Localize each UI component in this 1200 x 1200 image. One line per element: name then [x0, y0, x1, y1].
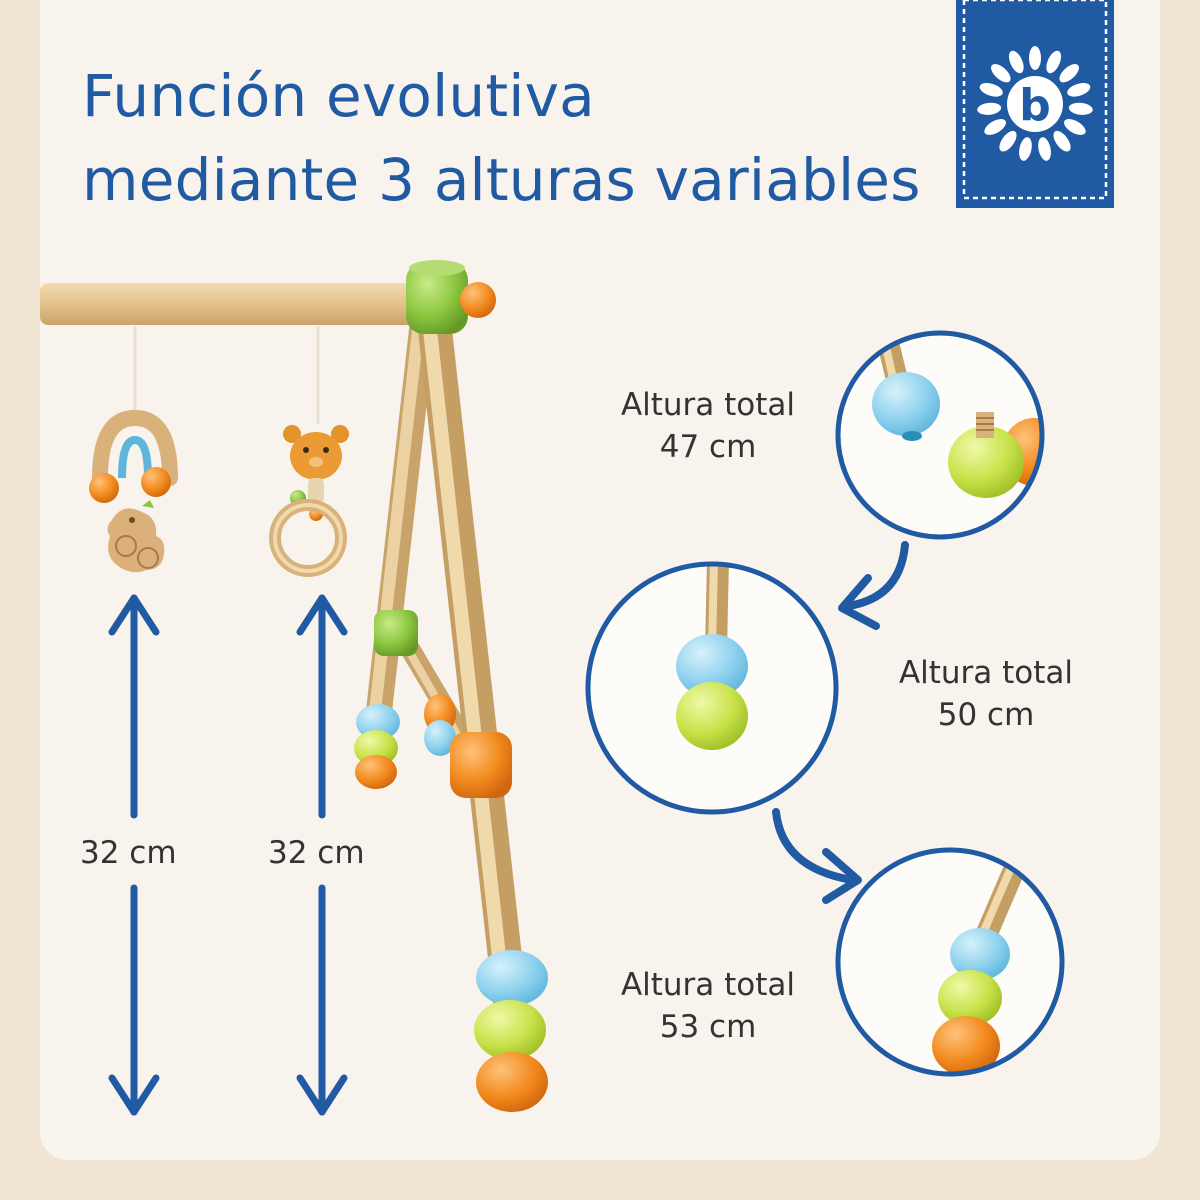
brand-logo: b — [956, 0, 1114, 208]
top-bar — [40, 283, 440, 325]
hanging-toy-rattle — [89, 326, 178, 573]
page-title-line-1: Función evolutiva — [82, 62, 595, 130]
flow-arrow-2 — [772, 808, 862, 904]
page-title-line-2: mediante 3 alturas variables — [82, 146, 921, 214]
height-label-53: Altura total 53 cm — [578, 964, 838, 1048]
height-label-47: Altura total 47 cm — [578, 384, 838, 468]
front-leg-beads — [474, 950, 548, 1112]
back-leg-beads — [354, 704, 400, 789]
hanging-toy-ring — [269, 326, 349, 577]
top-end-bead — [460, 282, 496, 318]
height-label-value: 50 cm — [937, 697, 1035, 733]
logo-letter: b — [1019, 80, 1051, 131]
height-label-title: Altura total — [620, 967, 796, 1003]
flow-arrow-1 — [838, 541, 909, 630]
lower-joint — [450, 732, 512, 798]
measure-label-right: 32 cm — [268, 835, 365, 871]
height-label-50: Altura total 50 cm — [856, 652, 1116, 736]
middle-joint — [374, 610, 418, 656]
top-joint — [406, 262, 468, 334]
height-label-value: 53 cm — [659, 1009, 757, 1045]
detail-circle-47 — [835, 330, 1045, 540]
cross-bar-beads — [424, 694, 456, 756]
height-label-value: 47 cm — [659, 429, 757, 465]
front-leg — [418, 313, 529, 1037]
measure-arrow-right — [296, 594, 348, 1116]
height-label-title: Altura total — [898, 655, 1074, 691]
measure-arrow-left — [108, 594, 160, 1116]
detail-circle-53 — [835, 847, 1065, 1077]
detail-circle-50 — [585, 561, 839, 815]
height-label-title: Altura total — [620, 387, 796, 423]
measure-label-left: 32 cm — [80, 835, 177, 871]
